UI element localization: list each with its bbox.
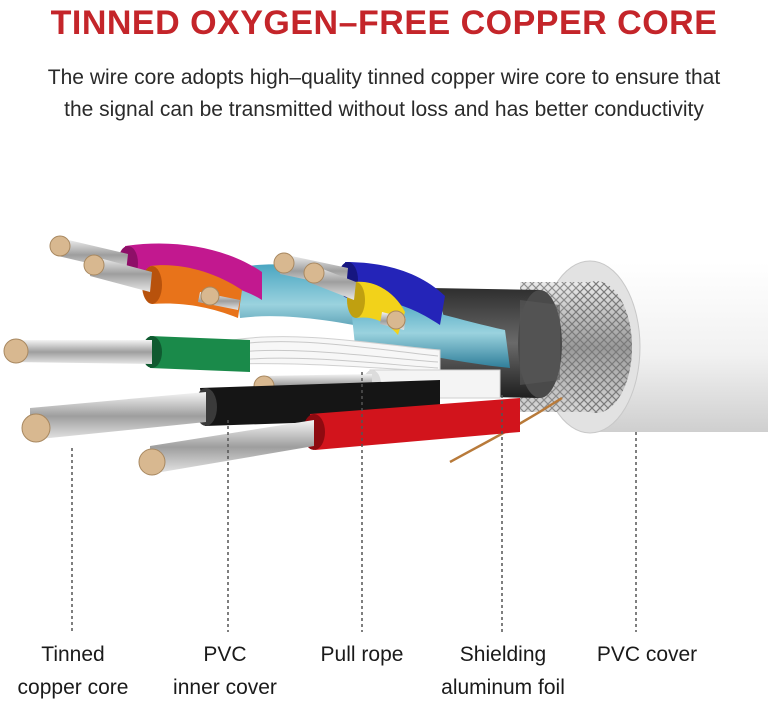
label-pvc-cover-line1: PVC cover: [582, 638, 712, 671]
green-wire: [4, 336, 250, 372]
label-tinned-copper-core: Tinned copper core: [8, 638, 138, 704]
label-pull-rope-line1: Pull rope: [300, 638, 424, 671]
label-pvc-inner-cover: PVC inner cover: [160, 638, 290, 704]
label-shielding-aluminum-foil-line2: aluminum foil: [428, 671, 578, 704]
label-tinned-copper-core-line2: copper core: [8, 671, 138, 704]
label-pvc-inner-cover-line2: inner cover: [160, 671, 290, 704]
label-shielding-aluminum-foil: Shielding aluminum foil: [428, 638, 578, 704]
label-pvc-inner-cover-line1: PVC: [160, 638, 290, 671]
label-shielding-aluminum-foil-line1: Shielding: [428, 638, 578, 671]
label-tinned-copper-core-line1: Tinned: [8, 638, 138, 671]
label-pull-rope: Pull rope: [300, 638, 424, 671]
label-pvc-cover: PVC cover: [582, 638, 712, 671]
